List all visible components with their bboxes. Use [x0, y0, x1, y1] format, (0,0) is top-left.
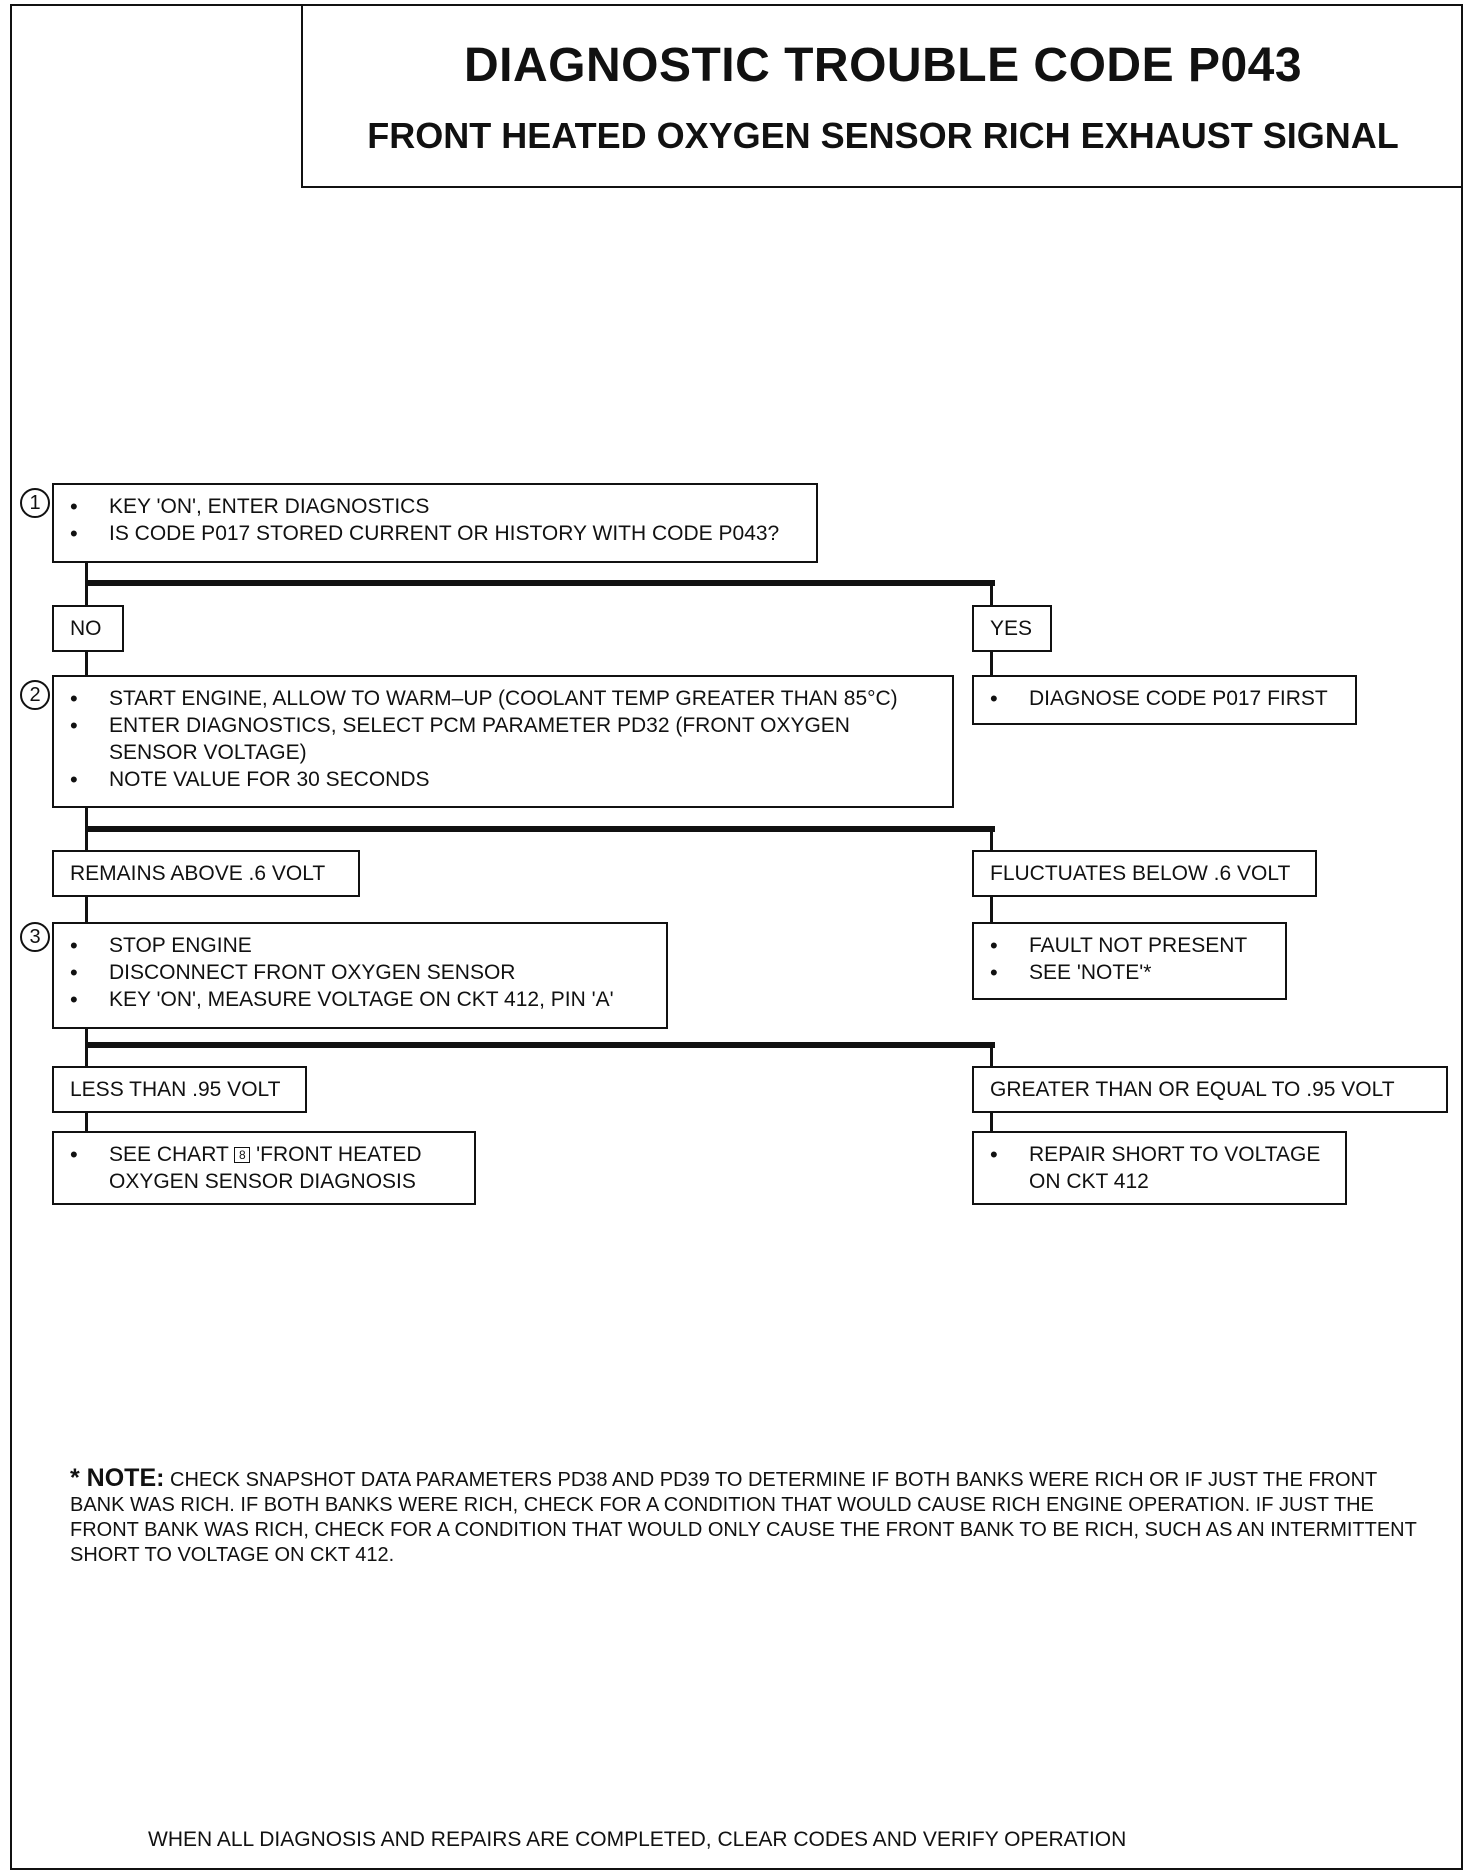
connector: [85, 897, 88, 923]
step-2-fluctuates-result: FAULT NOT PRESENT SEE 'NOTE'*: [972, 922, 1287, 1000]
chart-reference: 8: [234, 1147, 251, 1164]
step-3-bullet: STOP ENGINE: [70, 932, 652, 959]
connector: [85, 1113, 88, 1133]
step-3-box: STOP ENGINE DISCONNECT FRONT OXYGEN SENS…: [52, 922, 668, 1029]
step-2-bullet: START ENGINE, ALLOW TO WARM–UP (COOLANT …: [70, 685, 938, 712]
step-1-bullet: KEY 'ON', ENTER DIAGNOSTICS: [70, 493, 802, 520]
branch-label-less-than: LESS THAN .95 VOLT: [52, 1066, 307, 1113]
result-bullet: SEE 'NOTE'*: [990, 959, 1271, 986]
connector: [990, 826, 993, 852]
chart-title-text: 'FRONT HEATED OXYGEN SENSOR DIAGNOSIS: [109, 1143, 422, 1193]
branch-label-greater-equal: GREATER THAN OR EQUAL TO .95 VOLT: [972, 1066, 1448, 1113]
step-1-box: KEY 'ON', ENTER DIAGNOSTICS IS CODE P017…: [52, 483, 818, 563]
step-3-less-result: SEE CHART 8 'FRONT HEATED OXYGEN SENSOR …: [52, 1131, 476, 1205]
see-chart-text: SEE CHART: [109, 1143, 229, 1166]
step-2-bullet: ENTER DIAGNOSTICS, SELECT PCM PARAMETER …: [70, 712, 938, 766]
branch-label-fluctuates-below: FLUCTUATES BELOW .6 VOLT: [972, 850, 1317, 897]
step-3-bullet: KEY 'ON', MEASURE VOLTAGE ON CKT 412, PI…: [70, 986, 652, 1013]
footer-instruction: WHEN ALL DIAGNOSIS AND REPAIRS ARE COMPL…: [148, 1828, 1127, 1851]
note-text: CHECK SNAPSHOT DATA PARAMETERS PD38 AND …: [70, 1469, 1417, 1566]
page-frame: [10, 4, 1463, 1870]
step-2-number: 2: [20, 680, 50, 710]
result-bullet: REPAIR SHORT TO VOLTAGE ON CKT 412: [990, 1141, 1331, 1195]
step-2-bullet: NOTE VALUE FOR 30 SECONDS: [70, 766, 938, 793]
connector: [990, 650, 993, 676]
step-3-bullet: DISCONNECT FRONT OXYGEN SENSOR: [70, 959, 652, 986]
step-1-bullet: IS CODE P017 STORED CURRENT OR HISTORY W…: [70, 520, 802, 547]
connector: [990, 1113, 993, 1133]
note-heading: * NOTE:: [70, 1464, 165, 1492]
connector: [85, 650, 88, 676]
branch-label-remains-above: REMAINS ABOVE .6 VOLT: [52, 850, 360, 897]
connector: [990, 897, 993, 923]
step-1-yes-result: DIAGNOSE CODE P017 FIRST: [972, 675, 1357, 725]
result-bullet: SEE CHART 8 'FRONT HEATED OXYGEN SENSOR …: [70, 1141, 460, 1195]
step-3-greater-result: REPAIR SHORT TO VOLTAGE ON CKT 412: [972, 1131, 1347, 1205]
connector: [85, 826, 995, 832]
title-box: DIAGNOSTIC TROUBLE CODE P043 FRONT HEATE…: [301, 4, 1463, 188]
branch-label-yes: YES: [972, 605, 1052, 652]
connector: [85, 580, 995, 586]
step-1-number: 1: [20, 488, 50, 518]
note-block: * NOTE: CHECK SNAPSHOT DATA PARAMETERS P…: [70, 1466, 1430, 1568]
page-subtitle: FRONT HEATED OXYGEN SENSOR RICH EXHAUST …: [367, 115, 1399, 156]
connector: [85, 1042, 995, 1048]
connector: [990, 580, 993, 606]
result-bullet: FAULT NOT PRESENT: [990, 932, 1271, 959]
connector: [85, 1029, 88, 1067]
branch-label-no: NO: [52, 605, 124, 652]
result-bullet: DIAGNOSE CODE P017 FIRST: [990, 685, 1341, 712]
step-3-number: 3: [20, 922, 50, 952]
page-title: DIAGNOSTIC TROUBLE CODE P043: [463, 39, 1303, 92]
step-2-box: START ENGINE, ALLOW TO WARM–UP (COOLANT …: [52, 675, 954, 808]
connector: [990, 1042, 993, 1068]
